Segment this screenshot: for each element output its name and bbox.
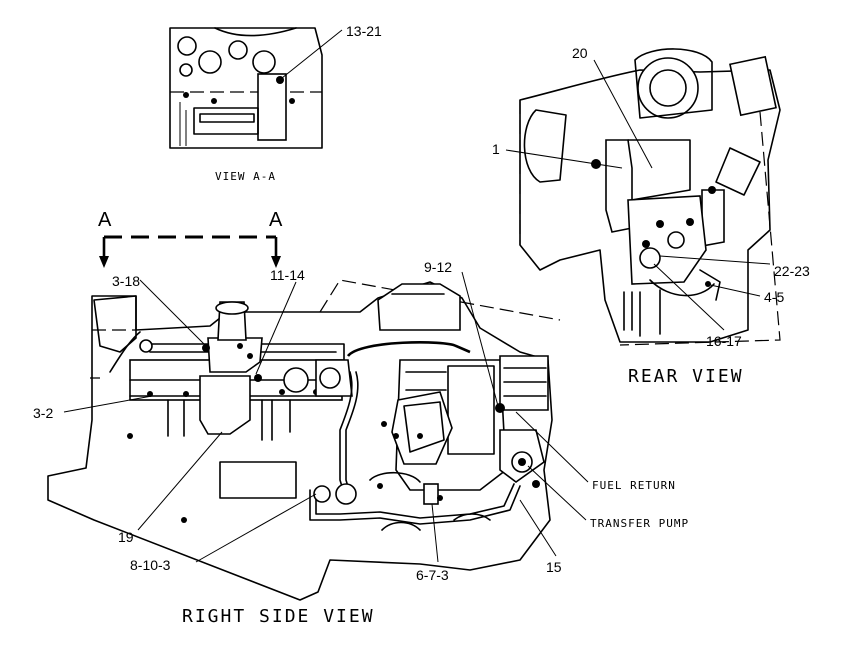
right-side-view-caption: RIGHT SIDE VIEW — [182, 606, 375, 627]
callout-1: 1 — [492, 141, 500, 157]
view-aa-drawing — [169, 27, 343, 149]
label-fuel-return: FUEL RETURN — [592, 479, 676, 492]
callout-11-14: 11-14 — [270, 267, 305, 283]
section-marker-right: A — [269, 209, 283, 231]
callout-22-23: 22-23 — [774, 263, 810, 279]
label-transfer-pump: TRANSFER PUMP — [590, 517, 689, 530]
callout-6-7-3: 6-7-3 — [416, 567, 449, 583]
callout-4-5: 4-5 — [764, 289, 784, 305]
right-side-view-drawing — [47, 271, 589, 601]
callout-8-10-3: 8-10-3 — [130, 557, 171, 573]
rear-view-drawing — [505, 48, 781, 346]
callout-3-2: 3-2 — [33, 405, 53, 421]
callout-3-18: 3-18 — [112, 273, 140, 289]
callout-15: 15 — [546, 559, 562, 575]
callout-13-21: 13-21 — [346, 23, 382, 39]
callout-16-17: 16-17 — [706, 333, 742, 349]
rear-view-caption: REAR VIEW — [628, 366, 744, 387]
section-marker-left: A — [98, 209, 112, 231]
callout-19: 19 — [118, 529, 134, 545]
section-line-a-a — [99, 235, 281, 268]
view-aa-caption: VIEW A-A — [215, 170, 276, 183]
callout-9-12: 9-12 — [424, 259, 452, 275]
callout-20: 20 — [572, 45, 588, 61]
